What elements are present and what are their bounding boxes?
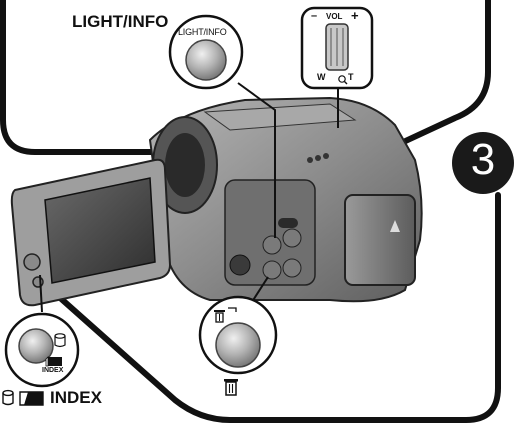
database-icon: [54, 333, 66, 348]
callout-frame: [0, 0, 491, 193]
lcd-monitor: [10, 158, 172, 307]
index-pointer: [39, 274, 43, 313]
index-small-label: INDEX: [42, 367, 64, 374]
light-info-pointer: [237, 82, 276, 238]
bottom-frame-line: [37, 192, 501, 423]
light-info-button[interactable]: [185, 39, 227, 81]
index-button[interactable]: [18, 328, 54, 364]
magnifier-icon: [338, 75, 348, 85]
index-footer-label: INDEX: [50, 388, 102, 407]
light-info-heading: LIGHT/INFO: [72, 12, 169, 31]
light-info-button-label: LIGHT/INFO: [178, 27, 227, 37]
camcorder-body: [148, 96, 423, 303]
step-number: 3: [470, 135, 496, 184]
vol-label: VOL: [326, 12, 343, 21]
trash-icon: [224, 379, 238, 396]
card-icon: [19, 391, 44, 406]
card-icon: [45, 356, 62, 367]
database-icon: [2, 389, 14, 406]
step-badge: [452, 132, 514, 194]
vol-minus-label: –: [311, 10, 318, 22]
zoom-w-label: W: [317, 72, 326, 82]
delete-button[interactable]: [215, 322, 261, 368]
vol-plus-label: +: [351, 8, 359, 23]
zoom-t-label: T: [348, 72, 354, 82]
trash-icon: [214, 307, 237, 323]
